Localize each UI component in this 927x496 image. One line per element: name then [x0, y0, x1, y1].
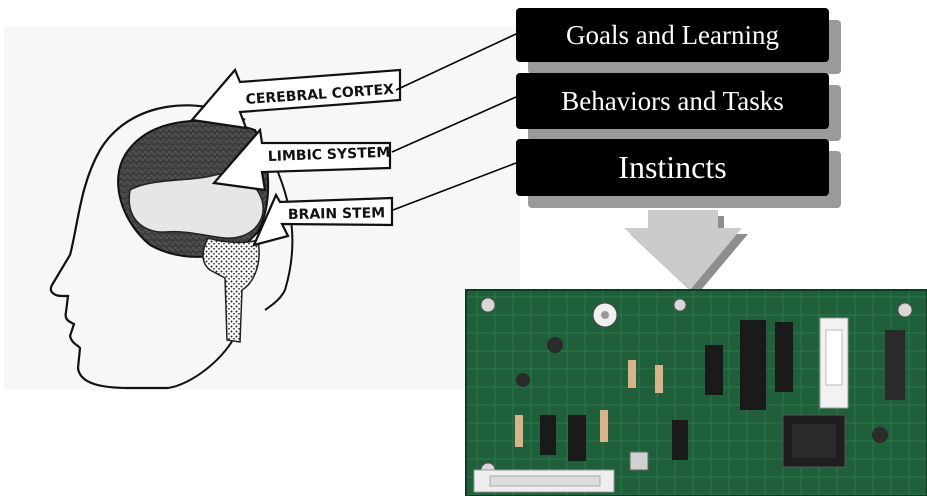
behaviors-and-tasks-box: Behaviors and Tasks [516, 73, 829, 129]
circuit-board-photo [465, 289, 927, 496]
head-outline [49, 104, 246, 390]
connector-instincts [392, 162, 517, 211]
limbic-system-region [128, 173, 264, 239]
brain-stem-region [202, 237, 260, 343]
down-arrow [624, 210, 748, 296]
brain-stem-label: BRAIN STEM [288, 205, 385, 223]
goals-and-learning-box: Goals and Learning [516, 8, 829, 62]
instincts-label: Instincts [618, 149, 727, 185]
limbic-system-arrow: LIMBIC SYSTEM [211, 127, 392, 192]
goals-and-learning-label: Goals and Learning [566, 19, 779, 50]
brain-sketch: CEREBRAL CORTEX LIMBIC SYSTEM BRAIN STEM [4, 26, 520, 390]
instincts-box: Instincts [516, 139, 829, 196]
connector-behaviors [391, 96, 517, 153]
connector-lines [391, 33, 517, 211]
connector-goals [395, 33, 517, 91]
brain-stem-arrow: BRAIN STEM [252, 192, 394, 247]
limbic-system-label: LIMBIC SYSTEM [268, 145, 391, 165]
behaviors-and-tasks-label: Behaviors and Tasks [561, 85, 784, 116]
